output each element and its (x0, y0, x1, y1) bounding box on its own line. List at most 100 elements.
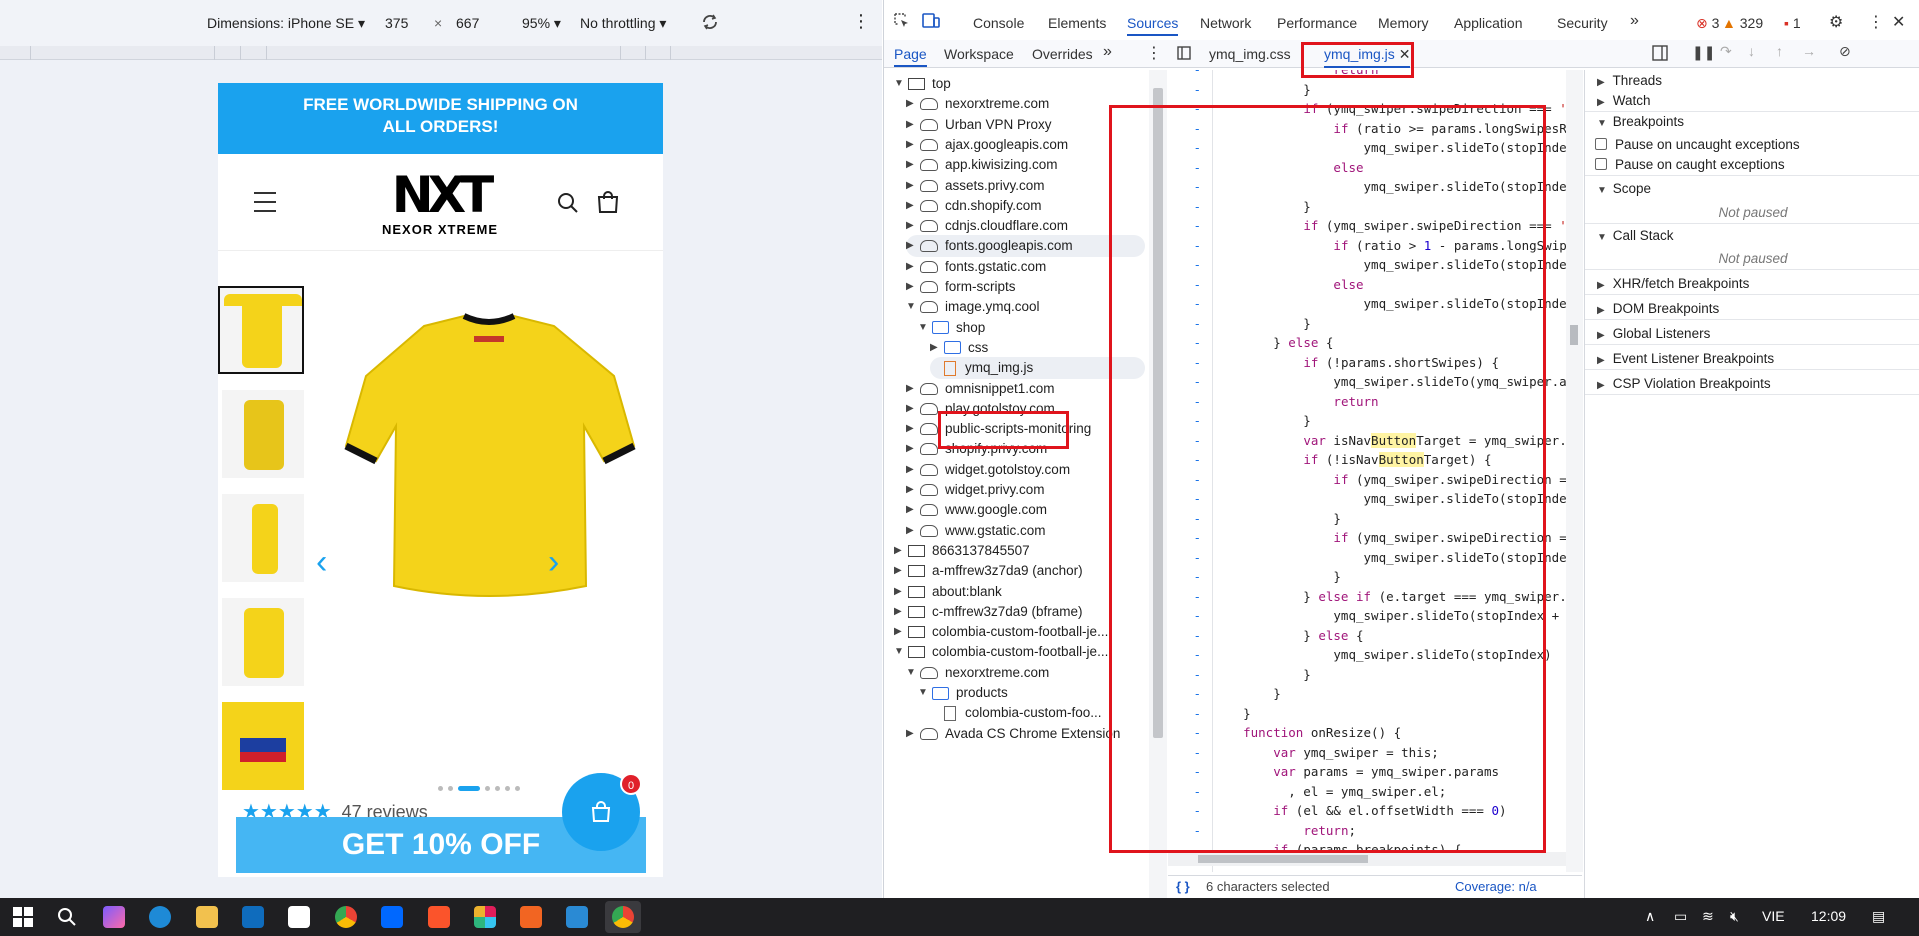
step-into-icon[interactable]: ↓ (1748, 43, 1755, 59)
cart-icon[interactable] (595, 190, 621, 216)
carousel-dot[interactable] (505, 786, 510, 791)
expand-right-icon[interactable]: ▶ (906, 382, 914, 394)
carousel-dot[interactable] (485, 786, 490, 791)
expand-right-icon[interactable]: ▶ (906, 220, 914, 232)
device-toggle-icon[interactable] (922, 13, 940, 32)
battery-icon[interactable]: ▭ (1674, 908, 1688, 924)
devtools-menu-icon[interactable]: ⋮ (1868, 14, 1884, 31)
code-line[interactable]: - } (1168, 411, 1566, 430)
tree-item[interactable]: ▶c-mffrew3z7da9 (bframe) (894, 601, 1083, 623)
file-tab-css[interactable]: ymq_img.css (1209, 46, 1291, 62)
code-line[interactable]: - ymq_swiper.slideTo(stopIndex + increme… (1168, 606, 1566, 625)
pause-uncaught-checkbox[interactable] (1595, 138, 1607, 150)
code-line[interactable]: - } (1168, 704, 1566, 723)
floating-cart-button[interactable]: 0 (562, 773, 642, 851)
line-marker[interactable]: - (1193, 101, 1201, 116)
code-line[interactable]: - ymq_swiper.slideTo(stopIndex + incre (1168, 255, 1566, 274)
line-marker[interactable]: - (1193, 744, 1201, 760)
tree-item[interactable]: ▶assets.privy.com (906, 175, 1045, 197)
event-listener-breakpoints-section[interactable]: ▶ Event Listener Breakpoints (1585, 348, 1919, 370)
expand-right-icon[interactable]: ▶ (894, 544, 902, 556)
tree-item[interactable]: ▼nexorxtreme.com (906, 662, 1049, 684)
sublime-icon[interactable] (520, 906, 542, 928)
expand-right-icon[interactable]: ▶ (906, 118, 914, 130)
tree-item[interactable]: ▼top (894, 73, 951, 95)
copilot-icon[interactable] (103, 906, 125, 928)
tree-item[interactable]: ▶widget.gotolstoy.com (906, 459, 1070, 481)
throttling-dropdown[interactable]: No throttling ▾ (580, 15, 667, 31)
dimensions-dropdown[interactable]: Dimensions: iPhone SE ▾ (207, 15, 365, 31)
thumbnail[interactable] (222, 390, 304, 478)
line-marker[interactable]: - (1193, 315, 1201, 331)
code-line[interactable]: - var params = ymq_swiper.params (1168, 762, 1566, 781)
expand-down-icon[interactable]: ▼ (906, 301, 916, 313)
expand-right-icon[interactable]: ▶ (906, 98, 914, 110)
tray-chevron-icon[interactable]: ∧ (1645, 908, 1656, 924)
expand-right-icon[interactable]: ▶ (894, 626, 902, 638)
code-line[interactable]: - if (ymq_swiper.swipeDirection === 'pre… (1168, 216, 1566, 235)
tree-item[interactable]: ▼image.ymq.cool (906, 296, 1040, 318)
tree-item[interactable]: ▶www.google.com (906, 499, 1047, 521)
expand-right-icon[interactable]: ▶ (906, 727, 914, 739)
breakpoints-section[interactable]: ▼ Breakpoints (1597, 114, 1685, 129)
expand-right-icon[interactable]: ▶ (906, 484, 914, 495)
pretty-print-icon[interactable]: { } (1176, 879, 1190, 894)
code-line[interactable]: - if (ymq_swiper.swipeDirection === 'nex… (1168, 99, 1566, 118)
code-line[interactable]: - } (1168, 314, 1566, 333)
warning-counter[interactable]: ▲ 329 (1722, 15, 1763, 31)
line-marker[interactable]: - (1193, 354, 1201, 370)
close-tab-icon[interactable]: ✕ (1398, 46, 1411, 62)
line-marker[interactable]: - (1193, 452, 1201, 467)
tree-item[interactable]: ▶ajax.googleapis.com (906, 134, 1068, 156)
code-line[interactable]: - ymq_swiper.slideTo(stopIndex) (1168, 294, 1566, 313)
thumbnail[interactable] (222, 702, 304, 790)
code-line[interactable]: - if (ymq_swiper.swipeDirection === 'pre… (1168, 528, 1566, 547)
line-marker[interactable]: - (1193, 549, 1201, 565)
windows-start-icon[interactable] (12, 906, 34, 928)
settings-gear-icon[interactable]: ⚙ (1829, 14, 1844, 31)
expand-right-icon[interactable]: ▶ (906, 423, 914, 435)
line-marker[interactable]: - (1193, 140, 1201, 155)
code-line[interactable]: - , el = ymq_swiper.el; (1168, 782, 1566, 801)
tab-memory[interactable]: Memory (1378, 15, 1429, 31)
thumbnail[interactable] (222, 494, 304, 582)
expand-right-icon[interactable]: ▶ (894, 565, 902, 577)
code-line[interactable]: - } (1168, 197, 1566, 216)
tree-item[interactable]: ▶www.gstatic.com (906, 520, 1046, 542)
code-line[interactable]: - if (!params.shortSwipes) { (1168, 353, 1566, 372)
code-line[interactable]: - return; (1168, 821, 1566, 840)
tree-item[interactable]: ▶cdn.shopify.com (906, 195, 1042, 217)
clock[interactable]: 12:09 (1811, 908, 1847, 924)
coverage-link[interactable]: Coverage: n/a (1455, 879, 1537, 894)
line-marker[interactable]: - (1193, 198, 1201, 214)
line-marker[interactable]: - (1193, 237, 1201, 253)
navigator-scrollbar[interactable] (1149, 70, 1167, 898)
code-line[interactable]: - } (1168, 567, 1566, 586)
tree-item[interactable]: ▶cdnjs.cloudflare.com (906, 215, 1068, 237)
code-line[interactable]: - return (1168, 70, 1566, 79)
carousel-dot[interactable] (448, 786, 453, 791)
tree-item[interactable]: ▼colombia-custom-football-je... (894, 641, 1108, 663)
tree-item[interactable]: ▼products (918, 682, 1008, 704)
line-marker[interactable]: - (1193, 413, 1201, 428)
search-icon[interactable] (56, 906, 78, 928)
line-marker[interactable]: - (1193, 510, 1201, 526)
tab-console[interactable]: Console (973, 15, 1025, 31)
language-indicator[interactable]: VIE (1762, 908, 1785, 924)
dom-breakpoints-section[interactable]: ▶ DOM Breakpoints (1585, 298, 1919, 320)
code-line[interactable]: - var isNavButtonTarget = ymq_swiper.nav… (1168, 431, 1566, 450)
line-marker[interactable]: - (1193, 120, 1201, 136)
pause-caught-checkbox[interactable] (1595, 158, 1607, 170)
expand-down-icon[interactable]: ▼ (918, 687, 928, 698)
line-marker[interactable]: - (1193, 588, 1201, 604)
line-marker[interactable]: - (1193, 842, 1201, 857)
tree-item[interactable]: ▶omnisnippet1.com (906, 378, 1055, 400)
file-tab-js[interactable]: ymq_img.js ✕ (1324, 46, 1411, 68)
notifications-icon[interactable]: ▤ (1872, 908, 1886, 924)
line-marker[interactable]: - (1193, 822, 1201, 838)
close-icon[interactable]: ✕ (1892, 14, 1906, 31)
editor-horizontal-scrollbar[interactable] (1168, 852, 1566, 866)
line-marker[interactable]: - (1193, 530, 1201, 545)
line-marker[interactable]: - (1193, 471, 1201, 487)
next-arrow[interactable]: › (548, 543, 560, 581)
